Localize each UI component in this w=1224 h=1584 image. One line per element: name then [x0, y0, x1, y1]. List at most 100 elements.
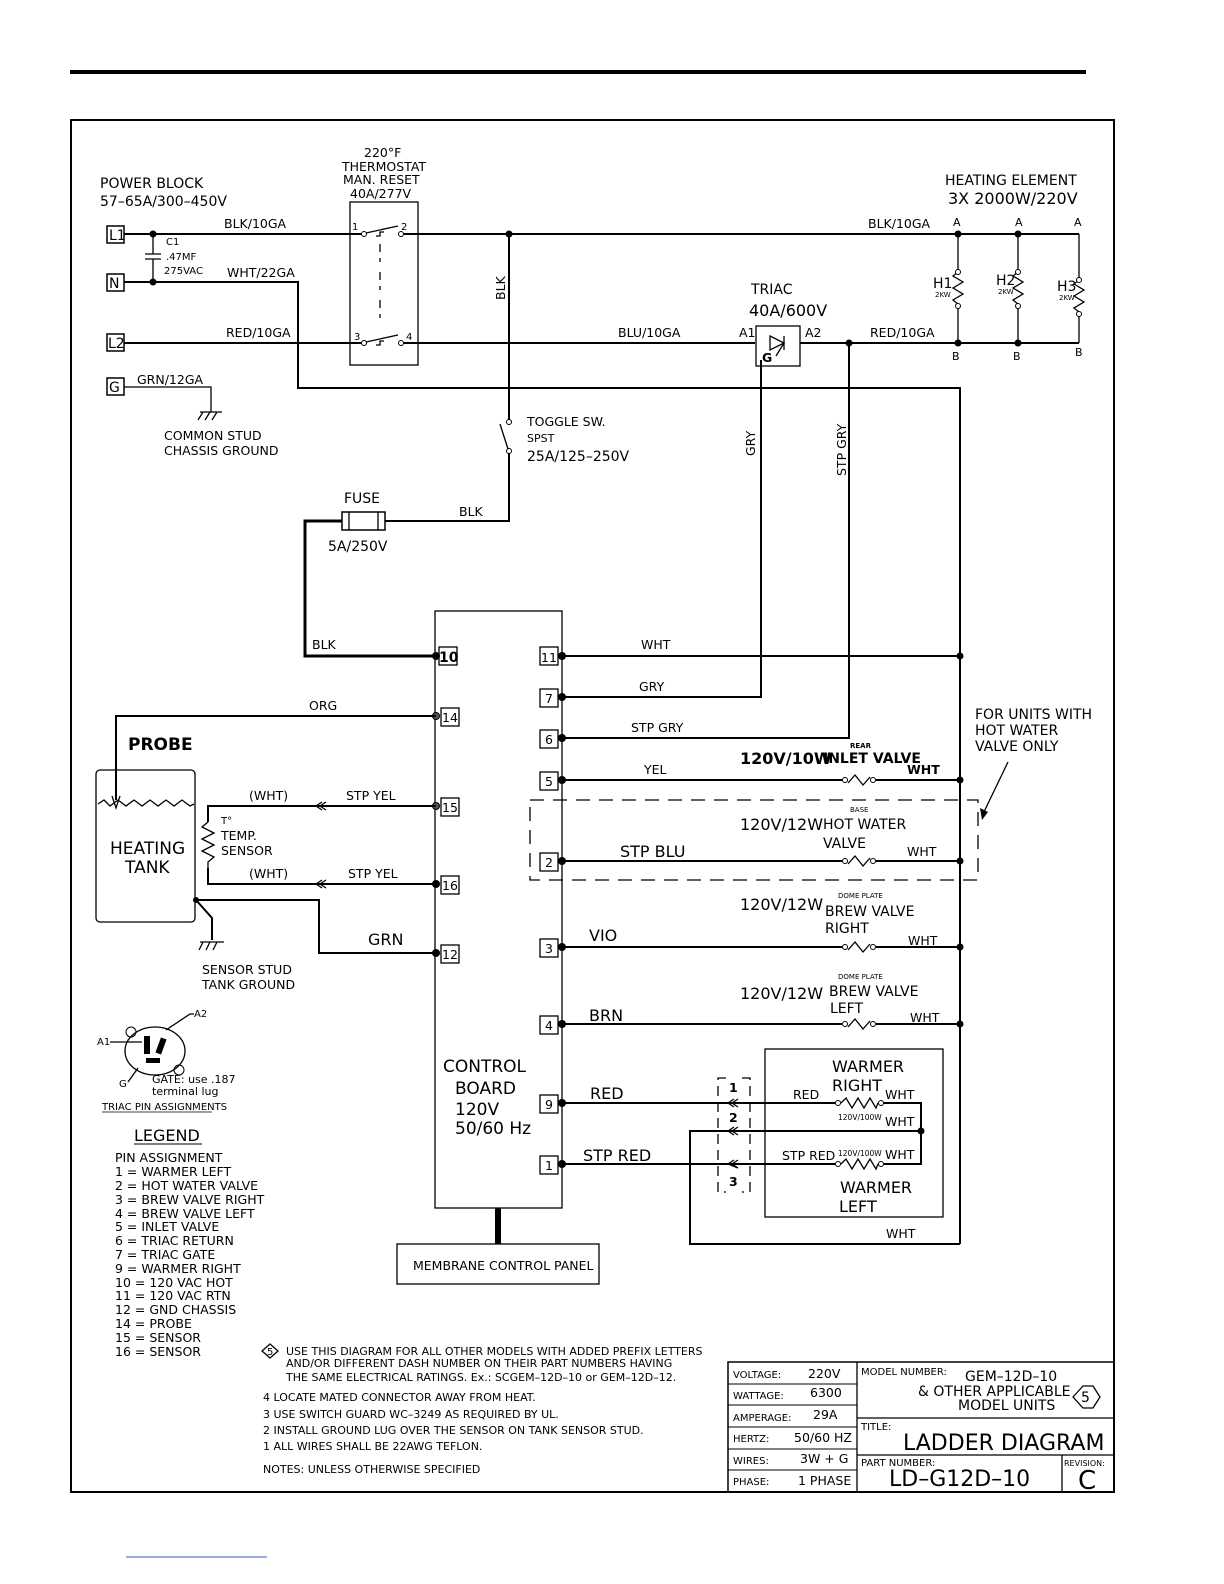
wire-gry	[562, 360, 762, 698]
sensor-ground-line2: TANK GROUND	[201, 977, 295, 992]
pin-16: 16	[442, 878, 458, 893]
connector-pin3: 3	[729, 1174, 738, 1189]
tb-voltage: 220V	[808, 1366, 841, 1381]
board-line3: 120V	[455, 1100, 499, 1120]
tb-wattage: 6300	[810, 1385, 842, 1400]
hw-note-line2: HOT WATER	[975, 723, 1059, 739]
warmer-wht3: WHT	[885, 1147, 915, 1162]
capacitor-c1: C1 .47MF 275VAC	[145, 230, 203, 286]
control-board: CONTROL BOARD 120V 50/60 Hz	[434, 610, 563, 1209]
wire-stp-gry	[562, 343, 850, 739]
wire-label-brn-4: BRN	[589, 1006, 623, 1025]
ground-line2: CHASSIS GROUND	[164, 443, 278, 458]
pin-6: 6	[545, 732, 553, 747]
wire-org	[115, 715, 436, 800]
fuse: FUSE 5A/250V BLK	[328, 491, 484, 555]
heating-element-rating: 3X 2000W/220V	[948, 189, 1078, 208]
pin-3: 3	[545, 941, 553, 956]
wire-fuse-to-board	[303, 519, 436, 658]
hw-line1: HOT WATER	[823, 817, 907, 833]
triac-pin-a1: A1	[97, 1037, 110, 1048]
toggle-line3: 25A/125–250V	[527, 449, 630, 465]
connector-pin2: 2	[729, 1110, 738, 1125]
inlet-rating: 120V/10W	[740, 749, 832, 768]
toggle-line1: TOGGLE SW.	[526, 414, 606, 429]
legend-item: 3 = BREW VALVE RIGHT	[115, 1192, 265, 1207]
membrane-panel: MEMBRANE CONTROL PANEL	[396, 1243, 600, 1285]
thermostat-line4: 40A/277V	[350, 186, 412, 201]
notes-header: NOTES: UNLESS OTHERWISE SPECIFIED	[263, 1463, 480, 1476]
brew-right-line1: BREW VALVE	[825, 904, 914, 920]
thermostat-pin1: 1	[352, 222, 358, 233]
heating-element: HEATING ELEMENT 3X 2000W/220V A A A H1 2…	[933, 173, 1086, 363]
drawing-frame	[70, 119, 1115, 1493]
legend-item: 16 = SENSOR	[115, 1344, 201, 1359]
wire-label-yel-5: YEL	[643, 762, 667, 777]
title-block: VOLTAGE: 220V WATTAGE: 6300 AMPERAGE: 29…	[727, 1361, 1115, 1496]
he-a1: A	[953, 216, 961, 229]
board-line2: BOARD	[455, 1079, 516, 1099]
wire-label-wht-11: WHT	[641, 637, 671, 652]
ground-line1: COMMON STUD	[164, 428, 262, 443]
pin-1: 1	[545, 1158, 553, 1173]
temp-sensor: T° TEMP. SENSOR (WHT) (WHT) STP YEL STP …	[200, 788, 436, 889]
tb-rev: C	[1078, 1466, 1096, 1496]
pin-12: 12	[442, 947, 458, 962]
he-b1: B	[952, 350, 960, 363]
wire-label-grn12: GRN/12GA	[137, 372, 204, 387]
wire-blk-vertical	[385, 234, 510, 522]
he-a2: A	[1015, 216, 1023, 229]
toggle-switch: TOGGLE SW. SPST 25A/125–250V	[499, 414, 630, 465]
heating-tank: HEATING TANK	[95, 769, 196, 923]
terminal-n: N	[106, 273, 125, 292]
terminal-l1: L1	[106, 225, 126, 244]
warmer-stp-red: STP RED	[782, 1148, 835, 1163]
tb-wires: 3W + G	[800, 1451, 848, 1466]
brew-left-wht: WHT	[910, 1010, 940, 1025]
chassis-ground: GRN/12GA COMMON STUD CHASSIS GROUND	[124, 372, 278, 458]
he-b2: B	[1013, 350, 1021, 363]
power-block: POWER BLOCK 57–65A/300–450V	[100, 176, 227, 210]
note2: 2 INSTALL GROUND LUG OVER THE SENSOR ON …	[263, 1424, 644, 1437]
warmer-right-line2: RIGHT	[832, 1076, 882, 1095]
thermostat-pin3: 3	[354, 332, 360, 343]
triac-a2: A2	[805, 325, 822, 340]
brew-right-loc: DOME PLATE	[838, 892, 883, 900]
thermostat-pin2: 2	[401, 222, 407, 233]
wire-label-org: ORG	[309, 698, 337, 713]
hw-loc: BASE	[850, 806, 868, 814]
power-block-title: POWER BLOCK	[100, 176, 204, 192]
legend-item: 14 = PROBE	[115, 1316, 192, 1331]
tb-title: LADDER DIAGRAM	[903, 1431, 1104, 1456]
toggle-line2: SPST	[527, 432, 555, 445]
brew-right-rating: 120V/12W	[740, 895, 823, 914]
pin-5: 5	[545, 774, 553, 789]
triac-a1: A1	[739, 325, 756, 340]
thermostat: 220°F THERMOSTAT MAN. RESET 40A/277V 1 2…	[341, 145, 426, 366]
legend-item: 7 = TRIAC GATE	[115, 1247, 215, 1262]
legend-item: 4 = BREW VALVE LEFT	[115, 1206, 255, 1221]
note5-line1: USE THIS DIAGRAM FOR ALL OTHER MODELS WI…	[286, 1345, 703, 1358]
thermostat-line1: 220°F	[364, 145, 401, 160]
he-h1: H1	[933, 276, 952, 292]
connector-pin1: 1	[729, 1080, 738, 1095]
wire-label-gry-7: GRY	[639, 679, 665, 694]
warmers: WARMER RIGHT WARMER LEFT RED STP RED WHT…	[562, 1048, 960, 1245]
wire-label-blk10-right: BLK/10GA	[868, 216, 931, 231]
wire-label-wht-16: (WHT)	[249, 866, 288, 881]
tb-phase-label: PHASE:	[733, 1477, 769, 1488]
board-line1: CONTROL	[443, 1057, 527, 1077]
board-pins-left: 10 14 15 16 12	[432, 646, 460, 964]
wire-label-gry: GRY	[743, 430, 758, 456]
pin-9: 9	[545, 1097, 553, 1112]
legend-subtitle: PIN ASSIGNMENT	[115, 1150, 223, 1165]
wire-label-stp-gry-6: STP GRY	[631, 720, 684, 735]
tb-wattage-label: WATTAGE:	[733, 1391, 784, 1402]
tank-line2: TANK	[124, 858, 170, 878]
wire-label-vio-3: VIO	[589, 926, 617, 945]
wire-label-blk-board: BLK	[312, 637, 337, 652]
pin-14: 14	[442, 710, 458, 725]
legend-title: LEGEND	[134, 1126, 200, 1145]
wire-label-blk-vert: BLK	[493, 275, 508, 300]
capacitor-voltage: 275VAC	[164, 266, 203, 277]
